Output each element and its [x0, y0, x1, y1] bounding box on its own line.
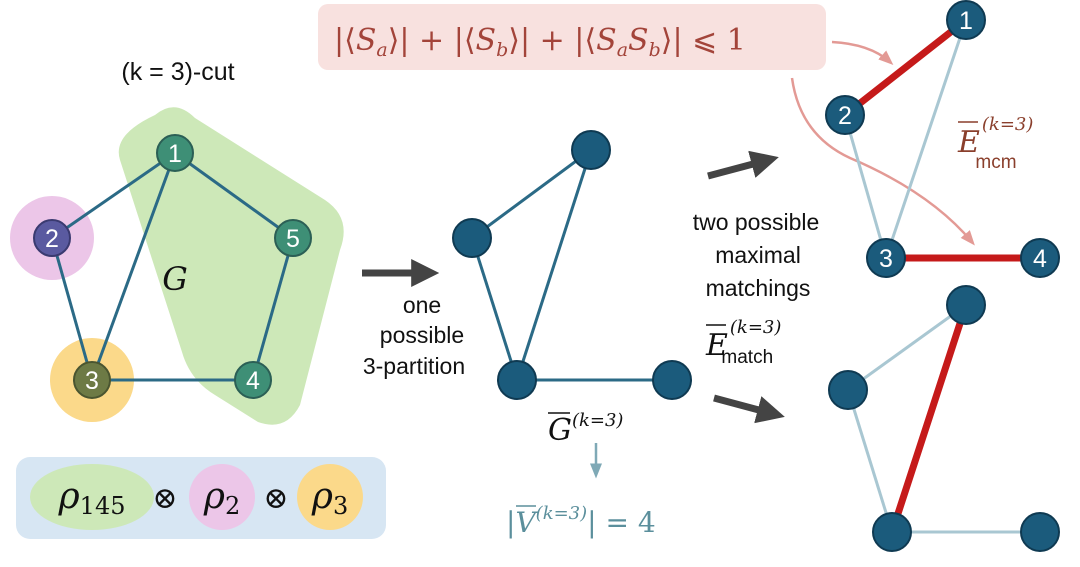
svg-text:5: 5	[286, 225, 300, 253]
edge-2-3	[50, 237, 94, 381]
svg-text:1: 1	[168, 140, 182, 168]
mcm-node-2: 2	[825, 95, 865, 135]
rho-145-blob	[30, 464, 154, 530]
tensor-2: ⊗	[263, 481, 288, 516]
rho-3-blob	[297, 464, 363, 530]
arrow-to-mcm	[707, 150, 779, 180]
edge-1-3	[90, 152, 177, 381]
e-match-label: E(k=3)match	[705, 317, 781, 368]
rho-145: ρ145	[58, 476, 126, 520]
tensor-1: ⊗	[152, 481, 177, 516]
match-light-edges	[846, 303, 1040, 534]
node-2: 2	[33, 219, 71, 257]
node-1: 1	[156, 134, 194, 172]
svg-text:1: 1	[959, 7, 973, 35]
edge-5-4	[251, 237, 295, 381]
mcm-node-4: 4	[1020, 238, 1060, 278]
reduced-graph-label: G(k=3)	[548, 410, 623, 448]
svg-text:4: 4	[1033, 245, 1047, 273]
inequality: |⟨Sa⟩| + |⟨Sb⟩| + |⟨SaSb⟩| ⩽ 1	[334, 23, 746, 61]
vertex-count: |V(k=3)| = 4	[506, 503, 656, 539]
svg-text:two possible: two possible	[693, 209, 820, 235]
graph-label-g: G	[162, 260, 188, 298]
match-red-edge	[888, 301, 970, 536]
reduced-graph-edges	[470, 148, 672, 382]
rho-3: ρ3	[311, 476, 348, 520]
mcm-light-edges	[843, 19, 968, 259]
svg-text:matchings: matchings	[706, 275, 811, 301]
curve-arrow-to-edge-12	[831, 40, 894, 66]
graph-g-edges	[50, 151, 295, 382]
e-mcm-label: E(k=3)mcm	[957, 114, 1033, 173]
node-5: 5	[274, 219, 312, 257]
edge-1-5	[174, 151, 294, 240]
partition-region-145	[118, 107, 344, 425]
mcm-node-1: 1	[946, 0, 986, 40]
svg-text:maximal: maximal	[715, 242, 801, 268]
cut-title: (k = 3)-cut	[121, 58, 234, 86]
svg-text:possible: possible	[380, 322, 464, 348]
inequality-box	[318, 4, 826, 70]
curve-arrow-to-edge-34	[790, 77, 975, 246]
svg-text:3-partition: 3-partition	[363, 353, 465, 379]
arrow-to-matching	[713, 394, 785, 424]
matching-caption: two possible maximal matchings	[693, 209, 820, 301]
svg-text:3: 3	[85, 367, 99, 395]
node-4: 4	[234, 361, 272, 399]
node-3: 3	[73, 361, 111, 399]
mcm-node-3: 3	[866, 238, 906, 278]
svg-text:4: 4	[246, 367, 260, 395]
svg-text:2: 2	[45, 225, 59, 253]
rho-2: ρ2	[203, 476, 240, 520]
svg-text:2: 2	[838, 102, 852, 130]
mcm-red-edges	[841, 16, 1044, 262]
reduced-graph-nodes	[452, 130, 692, 400]
partition-caption: one possible 3-partition	[363, 292, 465, 379]
rho-2-blob	[189, 464, 255, 530]
edge-1-2	[51, 151, 176, 240]
svg-text:3: 3	[879, 245, 893, 273]
svg-text:one: one	[403, 292, 441, 318]
match-nodes	[828, 285, 1060, 552]
